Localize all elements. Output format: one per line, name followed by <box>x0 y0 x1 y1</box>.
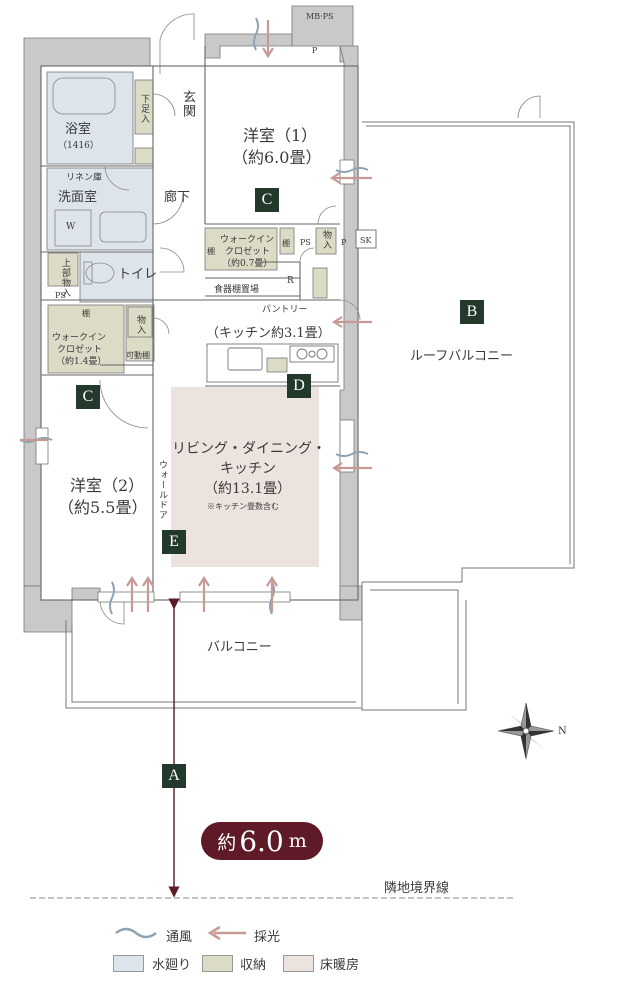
legend-floor-heating: 床暖房 <box>320 958 360 973</box>
western2-label: 洋室（2） <box>70 476 145 495</box>
door-swings <box>99 13 541 625</box>
roof-balcony-label: ルーフバルコニー <box>410 349 513 364</box>
ldk-line1: リビング・ダイニング・ <box>172 441 326 457</box>
western2-size-label: （約5.5畳） <box>58 498 148 517</box>
shelf-label-1: 棚 <box>207 247 215 256</box>
movable-shelf-label: 可動棚 <box>126 351 150 360</box>
wic-large-line1: ウォークイン <box>52 333 107 343</box>
ps-label-2: PS <box>55 291 66 300</box>
distance-value: 6.0 <box>239 824 284 858</box>
wall-door-label: ウォールドア <box>157 460 167 520</box>
balcony-label: バルコニー <box>207 640 272 655</box>
compass-rose <box>497 702 555 760</box>
shelf-label-3: 棚 <box>82 309 90 318</box>
ldk-line2: キッチン <box>220 461 276 477</box>
upper-storage-label: 上部物入 <box>60 258 70 298</box>
mbps-label: MB·PS <box>306 12 334 21</box>
wic-small-line3: （約0.7畳） <box>222 259 273 269</box>
kitchen-label: （キッチン約3.1畳） <box>206 326 331 341</box>
legend-ventilation: 通風 <box>166 930 193 945</box>
ldk-note: ※キッチン畳数含む <box>207 502 279 511</box>
shoe-box-label: 下足入 <box>139 94 149 124</box>
legend-storage-swatch <box>202 955 233 972</box>
legend-heating-swatch <box>283 955 314 972</box>
boundary-label: 隣地境界線 <box>384 881 450 896</box>
r-label: R <box>287 276 294 286</box>
fixtures <box>52 77 147 285</box>
western1-label: 洋室（1） <box>243 126 318 145</box>
balcony <box>65 610 363 709</box>
marker-e: E <box>162 530 186 554</box>
p-label-1: P <box>312 46 318 55</box>
distance-prefix: 約 <box>217 831 237 854</box>
entrance-label: 玄関 <box>180 90 195 118</box>
wic-large-line2: クロゼット <box>57 345 103 355</box>
bath-label: 浴室 <box>65 122 92 137</box>
wic-small-line2: クロゼット <box>225 247 271 257</box>
storage-label-1: 物入 <box>321 230 331 250</box>
legend-wet-swatch <box>113 955 144 972</box>
sk-label: SK <box>360 236 372 245</box>
storage-areas <box>47 79 337 374</box>
legend-storage: 収納 <box>240 958 267 973</box>
marker-b: B <box>460 300 484 324</box>
w-label: W <box>66 222 76 232</box>
wic-small-line1: ウォークイン <box>220 235 275 245</box>
washroom-label: 洗面室 <box>58 190 98 205</box>
dish-shelf-label: 食器棚置場 <box>214 285 260 295</box>
hallway-label: 廊下 <box>164 190 191 205</box>
bath-size-label: （1416） <box>58 141 99 151</box>
western1-size-label: （約6.0畳） <box>232 148 322 167</box>
legend-daylight: 採光 <box>254 930 281 945</box>
legend-wet-area: 水廻り <box>152 958 192 973</box>
toilet-label: トイレ <box>118 267 158 282</box>
distance-badge: 約 6.0 m <box>201 822 323 860</box>
distance-unit: m <box>288 830 307 852</box>
compass-north: N <box>558 726 567 737</box>
wic-large-line3: （約1.4畳） <box>56 357 107 367</box>
p-label-2: P <box>341 238 347 247</box>
linen-label: リネン庫 <box>66 173 103 183</box>
ldk-line3: （約13.1畳） <box>204 481 292 497</box>
daylight-arrows <box>20 20 372 612</box>
marker-c-lower: C <box>76 385 100 409</box>
legend-symbols <box>115 925 246 941</box>
pantry-label: パントリー <box>262 305 308 315</box>
marker-c-upper: C <box>255 188 279 212</box>
marker-a: A <box>162 764 186 788</box>
airflow-arrows <box>19 17 369 615</box>
wet-areas <box>46 71 154 303</box>
kitchen-counter <box>206 343 339 383</box>
roof-balcony <box>355 121 575 711</box>
shelf-label-2: 棚 <box>282 239 290 248</box>
storage-label-2: 物入 <box>135 315 145 335</box>
outer-walls <box>23 5 363 633</box>
marker-d: D <box>287 374 311 398</box>
ldk-floor-heating <box>171 387 319 567</box>
ps-label-1: PS <box>300 238 311 247</box>
